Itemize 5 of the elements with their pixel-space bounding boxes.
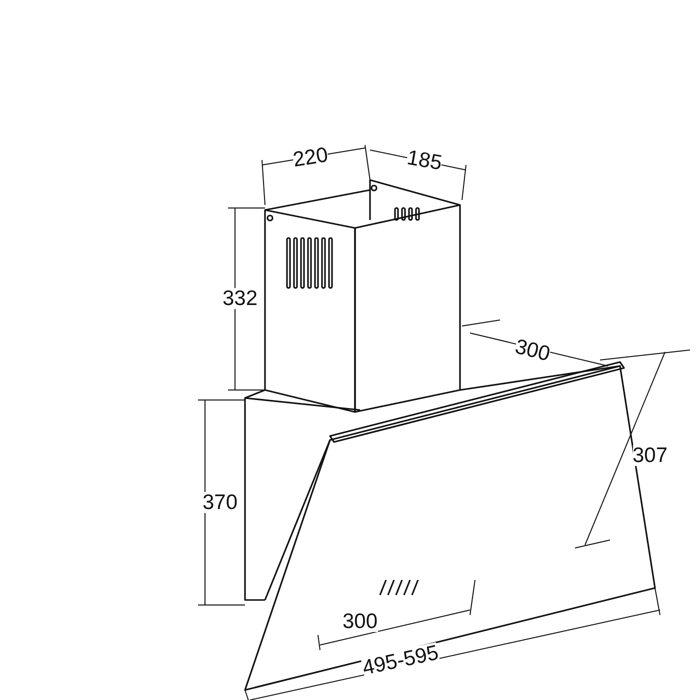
dimension-label: 307 — [632, 444, 668, 466]
dimension-label: 495-595 — [360, 642, 440, 678]
dimension-label: 332 — [222, 288, 258, 308]
dimension-label: 300 — [342, 610, 378, 632]
dimension-label: 370 — [202, 492, 238, 512]
